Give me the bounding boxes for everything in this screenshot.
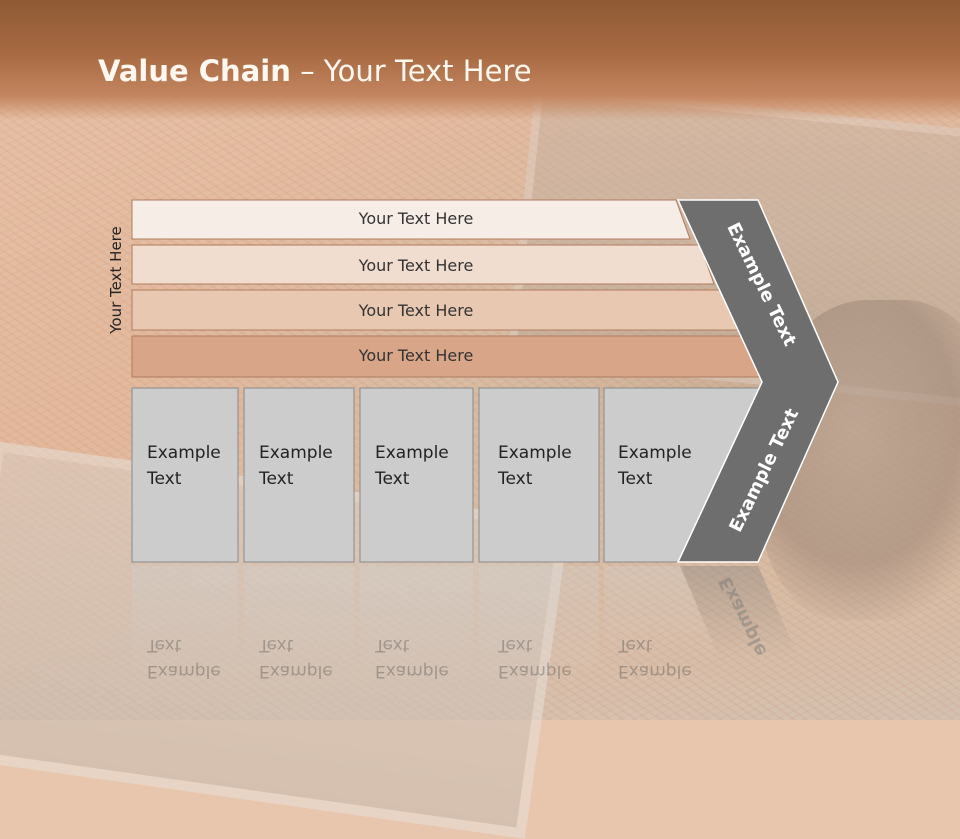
activity-box-4[interactable] xyxy=(478,387,600,563)
activity-reflection-2 xyxy=(244,566,354,686)
activity-box-2[interactable] xyxy=(243,387,355,563)
activity-reflection-4 xyxy=(479,566,599,686)
support-row-1-label: Your Text Here xyxy=(358,209,474,228)
margin-chevron[interactable] xyxy=(676,199,839,563)
activity-box-1[interactable] xyxy=(131,387,239,563)
title-bar xyxy=(0,0,960,120)
title-rest: – Your Text Here xyxy=(290,54,532,88)
activity-box-3[interactable] xyxy=(359,387,474,563)
support-row-2-label: Your Text Here xyxy=(358,256,474,275)
support-row-4-label: Your Text Here xyxy=(358,346,474,365)
support-row-2[interactable] xyxy=(131,244,715,285)
support-row-3-label: Your Text Here xyxy=(358,301,474,320)
activity-reflection-1 xyxy=(132,566,238,686)
activity-reflection-3 xyxy=(360,566,473,686)
value-chain-diagram xyxy=(131,199,839,686)
slide-title[interactable]: Value Chain – Your Text Here xyxy=(98,54,532,88)
support-row-1[interactable] xyxy=(131,199,691,240)
title-bold: Value Chain xyxy=(98,54,291,88)
chevron-reflection xyxy=(680,566,800,660)
